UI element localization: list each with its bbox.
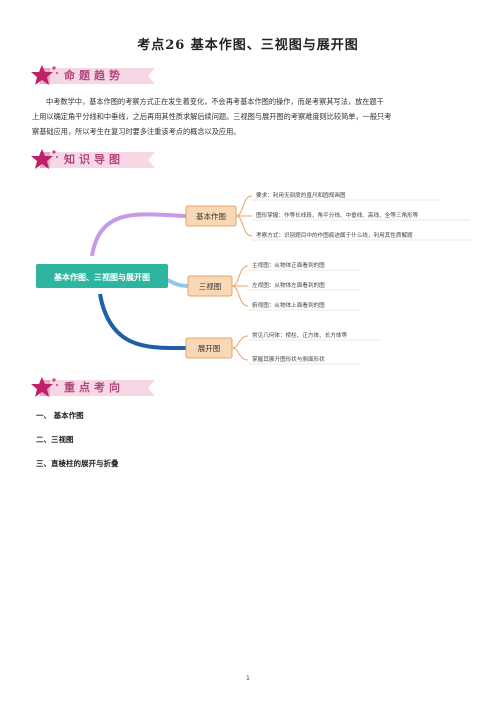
- branch-label-basic: 基本作图: [196, 211, 226, 221]
- star-icon: [31, 149, 53, 169]
- leaf-basic-3: 考察方式：识别题目中的作图痕迹属于什么线，利用其性质解题: [256, 231, 413, 239]
- leaf-views-3: 俯视图：从物体上面看到的图: [252, 301, 325, 309]
- focus-item: 三、直棱柱的展开与折叠: [36, 459, 119, 468]
- banner-label: 知识导图: [64, 153, 124, 166]
- root-label: 基本作图、三视图与展开图: [53, 272, 150, 282]
- banner-label: 重点考向: [64, 381, 124, 394]
- branch-label-views: 三视图: [199, 281, 222, 291]
- mind-map: 基本作图、三视图与展开图 基本作图 三视图 展开图 要求：利用无刻度的直尺和圆规…: [30, 176, 470, 372]
- intro-line: 中考数学中，基本作图的考察方式正在发生着变化，不会再考基本作图的操作，而是考察其…: [46, 97, 384, 106]
- banner-ribbon: [31, 149, 155, 169]
- banner-ribbon: [31, 377, 155, 397]
- connector-basic: [90, 212, 187, 257]
- branch-label-net: 展开图: [198, 344, 221, 353]
- connector-net: [98, 293, 187, 351]
- page-title: 考点26 基本作图、三视图与展开图: [137, 38, 359, 53]
- leaf-basic-1: 要求：利用无刻度的直尺和圆规画图: [256, 191, 346, 199]
- leaf-views-1: 主视图：从物体正面看到的图: [252, 261, 325, 269]
- intro-paragraph: 中考数学中，基本作图的考察方式正在发生着变化，不会再考基本作图的操作，而是考察其…: [32, 94, 464, 139]
- banner-label: 命题趋势: [64, 69, 124, 82]
- page-number: 1: [245, 674, 251, 682]
- leaf-basic-2: 图形掌握：作等长线段、角平分线、中垂线、高线、全等三角形等: [256, 211, 419, 219]
- star-icon: [31, 377, 53, 397]
- mind-map-canvas: 基本作图、三视图与展开图 基本作图 三视图 展开图 要求：利用无刻度的直尺和圆规…: [36, 191, 470, 365]
- focus-item: 二、三视图: [36, 435, 74, 444]
- banner-ribbon: [31, 65, 155, 85]
- trend-banner: 命题趋势: [30, 64, 160, 88]
- leaf-views-2: 左视图：从物体左面看到的图: [252, 281, 325, 289]
- star-icon: [31, 65, 53, 85]
- root-node: [36, 264, 168, 288]
- leaf-net-2: 掌握其展开图形状与侧面形状: [252, 355, 325, 363]
- focus-item: 一、 基本作图: [36, 411, 84, 420]
- intro-line: 上用以确定角平分线和中垂线，之后再用其性质求解后续问题。三视图与展开图的考察难度…: [32, 112, 392, 121]
- intro-line: 察基础应用，所以考生在复习时要多注重该考点的概念以及应用。: [32, 127, 241, 136]
- knowledge-banner: 知识导图: [30, 148, 160, 172]
- focus-banner: 重点考向: [30, 376, 160, 400]
- leaf-net-1: 常见几何体：棱柱、正方体、长方体等: [252, 331, 348, 339]
